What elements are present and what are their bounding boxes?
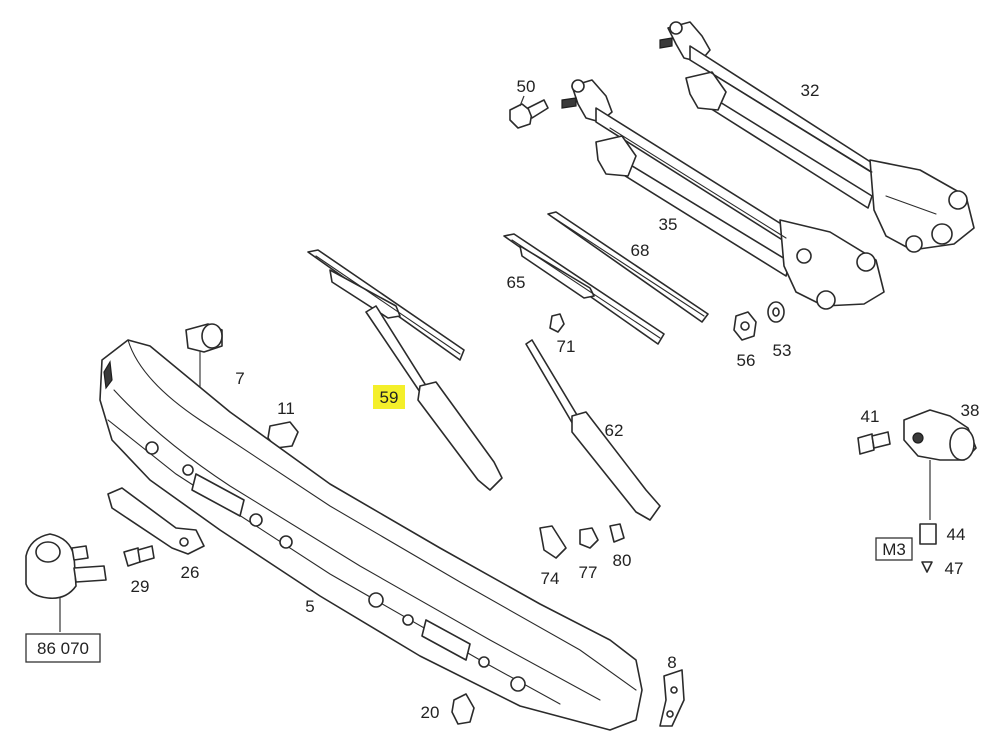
callout-20[interactable]: 20: [421, 703, 440, 722]
ref-box-m3[interactable]: M3: [875, 537, 913, 561]
callout-38[interactable]: 38: [961, 401, 980, 420]
callout-74[interactable]: 74: [541, 569, 560, 588]
wiper-motor-38[interactable]: [903, 409, 977, 520]
wiper-linkage-32[interactable]: [659, 21, 975, 253]
wiper-linkage-35[interactable]: [561, 79, 885, 310]
callout-65[interactable]: 65: [507, 273, 526, 292]
callout-26[interactable]: 26: [181, 563, 200, 582]
wiper-blade-59[interactable]: [307, 249, 465, 361]
callout-44[interactable]: 44: [947, 525, 966, 544]
plug-47[interactable]: [921, 561, 933, 573]
highlight-59: [373, 385, 405, 409]
cowl-panel-5[interactable]: [99, 339, 643, 731]
wiper-blade-68[interactable]: [547, 211, 709, 323]
callout-53[interactable]: 53: [773, 341, 792, 360]
ref-m3-label: M3: [882, 540, 906, 559]
washer-53[interactable]: [767, 301, 785, 323]
callout-56[interactable]: 56: [737, 351, 756, 370]
connector-44[interactable]: [919, 523, 937, 545]
callout-8[interactable]: 8: [667, 653, 676, 672]
callout-41[interactable]: 41: [861, 407, 880, 426]
callout-32[interactable]: 32: [801, 81, 820, 100]
part-86070[interactable]: [25, 533, 107, 632]
nut-56[interactable]: [733, 311, 757, 341]
washer-80[interactable]: [609, 523, 625, 543]
wiper-arm-62[interactable]: [525, 339, 661, 521]
clip-11[interactable]: [267, 421, 299, 449]
callout-29[interactable]: 29: [131, 577, 150, 596]
wiper-blade-65[interactable]: [503, 233, 665, 345]
callout-5[interactable]: 5: [305, 597, 314, 616]
screw-71[interactable]: [549, 313, 565, 333]
screw-29[interactable]: [123, 545, 155, 567]
cap-74[interactable]: [539, 525, 567, 559]
ref-box-86070[interactable]: 86 070: [25, 633, 101, 663]
nut-77[interactable]: [579, 527, 599, 549]
callout-59[interactable]: 59: [380, 388, 399, 407]
callout-62[interactable]: 62: [605, 421, 624, 440]
bolt-50[interactable]: [509, 99, 549, 129]
callout-50[interactable]: 50: [517, 77, 536, 96]
callout-35[interactable]: 35: [659, 215, 678, 234]
callout-80[interactable]: 80: [613, 551, 632, 570]
bracket-8[interactable]: [659, 669, 685, 727]
callout-47[interactable]: 47: [945, 559, 964, 578]
wiper-arm-59[interactable]: [365, 305, 503, 491]
bolt-41[interactable]: [857, 431, 891, 455]
callout-68[interactable]: 68: [631, 241, 650, 260]
callout-7[interactable]: 7: [235, 369, 244, 388]
callout-71[interactable]: 71: [557, 337, 576, 356]
grommet-20[interactable]: [451, 693, 475, 725]
ref-86070-label: 86 070: [37, 639, 89, 658]
leader-50: [519, 95, 525, 107]
callout-11[interactable]: 11: [277, 399, 295, 418]
callout-77[interactable]: 77: [579, 563, 598, 582]
bracket-26[interactable]: [107, 487, 205, 555]
hose-7[interactable]: [185, 323, 223, 405]
